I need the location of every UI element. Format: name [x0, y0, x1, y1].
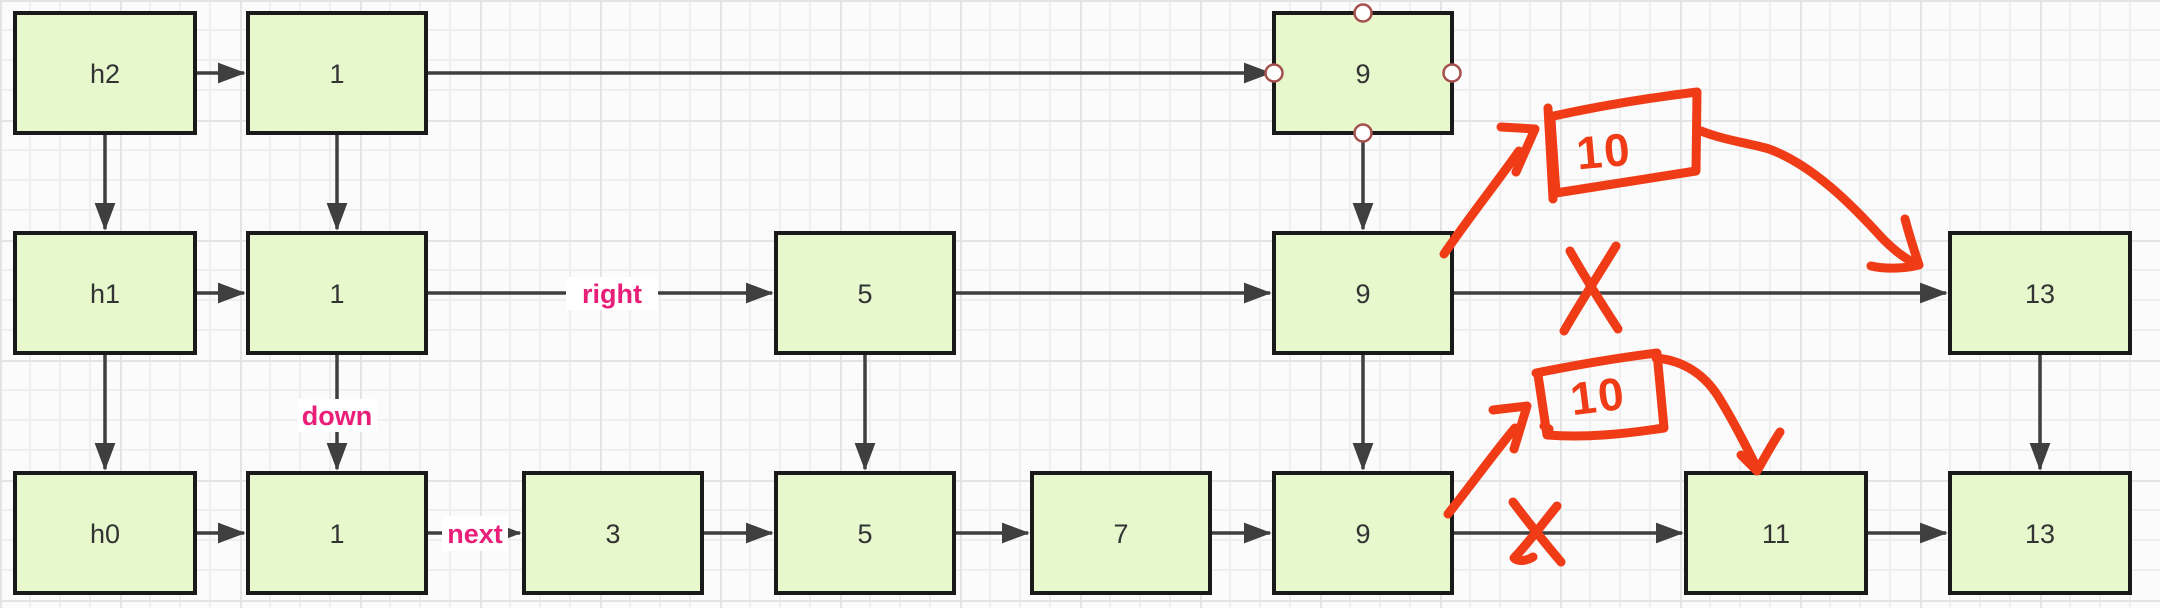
node-l1-9[interactable]: 9: [1272, 231, 1454, 355]
ink-10-box-upper: [1543, 87, 1702, 204]
ink-arrowhead-upper-out: [1866, 214, 1924, 273]
node-label: 9: [1355, 279, 1370, 309]
selection-handle-bottom[interactable]: [1353, 123, 1373, 143]
node-rect: [13, 231, 197, 355]
node-rect: [13, 471, 197, 595]
node-label: 13: [2025, 519, 2055, 549]
node-rect: [246, 471, 428, 595]
node-label: h1: [90, 279, 120, 309]
node-l2-h2[interactable]: h2: [13, 11, 197, 135]
annotation-lower-insert-10[interactable]: 10: [1443, 348, 1785, 519]
node-l0-1[interactable]: 1: [246, 471, 428, 595]
ink-arrow-to-10-upper: [1439, 146, 1524, 259]
node-l1-5[interactable]: 5: [774, 231, 956, 355]
node-rect: [1948, 471, 2132, 595]
node-rect: [1684, 471, 1868, 595]
edge-label-chip: [442, 516, 508, 551]
node-l0-13[interactable]: 13: [1948, 471, 2132, 595]
edge-label-next[interactable]: next: [442, 516, 508, 551]
edge-label-right[interactable]: right: [566, 277, 658, 310]
node-label: 11: [1762, 519, 1790, 549]
edge-label-chip: [297, 399, 377, 432]
ink-x-stroke: [1559, 241, 1621, 336]
node-rect: [774, 471, 956, 595]
node-l0-3[interactable]: 3: [522, 471, 704, 595]
node-l0-7[interactable]: 7: [1030, 471, 1212, 595]
selection-handle-top[interactable]: [1353, 3, 1373, 23]
node-l0-5[interactable]: 5: [774, 471, 956, 595]
node-l0-h0[interactable]: h0: [13, 471, 197, 595]
ink-x-stroke: [1509, 501, 1562, 565]
node-label: h0: [90, 519, 120, 549]
edge-label-text: next: [447, 519, 503, 549]
ink-10-text-upper: 10: [1574, 123, 1633, 180]
ink-arrow-to-10-lower: [1443, 423, 1520, 519]
node-rect: [13, 11, 197, 135]
selection-handle-left[interactable]: [1264, 63, 1284, 83]
ink-x-stroke: [1565, 246, 1623, 334]
node-label: 5: [857, 279, 872, 309]
node-label: 1: [329, 59, 344, 89]
node-rect: [1272, 471, 1454, 595]
node-label: 1: [329, 519, 344, 549]
ink-10-text-lower: 10: [1567, 367, 1628, 425]
node-l0-11[interactable]: 11: [1684, 471, 1868, 595]
selection-handle-right[interactable]: [1442, 63, 1462, 83]
node-rect: [1948, 231, 2132, 355]
node-label: 5: [857, 519, 872, 549]
ink-10-box-lower: [1531, 348, 1669, 441]
node-label: h2: [90, 59, 120, 89]
annotation-cross-l1-9-13[interactable]: [1559, 241, 1623, 336]
node-rect: [774, 231, 956, 355]
node-label: 1: [329, 279, 344, 309]
node-label: 3: [605, 519, 620, 549]
annotation-cross-l0-9-11[interactable]: [1508, 497, 1566, 567]
edge-label-text: right: [582, 279, 642, 309]
edge-label-down[interactable]: down: [297, 399, 377, 432]
node-label: 13: [2025, 279, 2055, 309]
node-rect: [522, 471, 704, 595]
node-label: 7: [1113, 519, 1128, 549]
ink-arrowhead-lower-out: [1736, 427, 1785, 476]
node-rect: [246, 11, 428, 135]
node-l1-13[interactable]: 13: [1948, 231, 2132, 355]
node-l1-h1[interactable]: h1: [13, 231, 197, 355]
edge-label-text: down: [302, 401, 372, 431]
annotation-upper-insert-10[interactable]: 10: [1439, 87, 1924, 273]
node-rect: [1030, 471, 1212, 595]
node-rect: [1272, 231, 1454, 355]
ink-arrowhead-upper-in: [1496, 122, 1540, 177]
selection-handles-node-l2-9: [1264, 3, 1462, 143]
ink-arrowhead-lower-in: [1488, 401, 1532, 454]
node-l2-1[interactable]: 1: [246, 11, 428, 135]
node-l0-9[interactable]: 9: [1272, 471, 1454, 595]
node-label: 9: [1355, 519, 1370, 549]
ink-arrow-10-to-13: [1696, 126, 1922, 269]
node-l1-1[interactable]: 1: [246, 231, 428, 355]
node-rect: [246, 231, 428, 355]
node-l2-9[interactable]: 9: [1272, 11, 1454, 135]
node-label: 9: [1355, 59, 1370, 89]
edge-label-chip: [566, 277, 658, 310]
ink-arrow-10-to-11: [1651, 353, 1760, 469]
